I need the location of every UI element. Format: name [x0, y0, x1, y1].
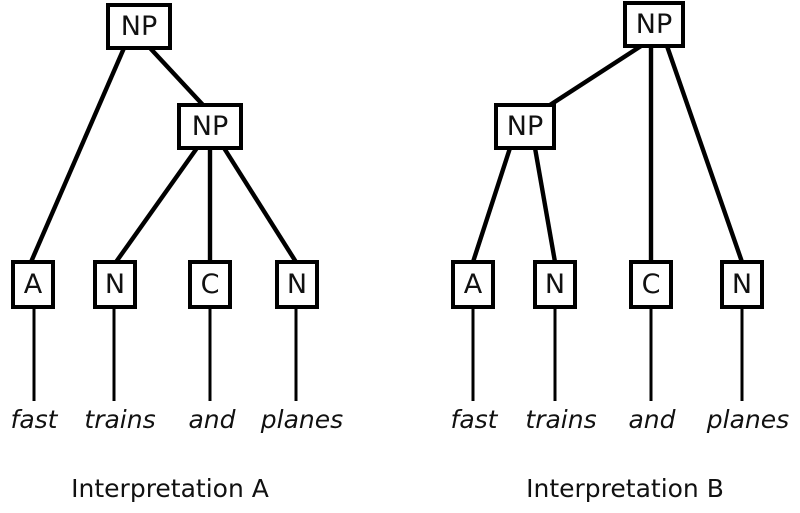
leaf-word-planes: planes	[706, 405, 789, 434]
leaf-word-planes: planes	[260, 405, 343, 434]
node-pos-n2-b[interactable]: N	[720, 260, 764, 309]
node-pos-n1-b[interactable]: N	[533, 260, 577, 309]
node-box	[106, 3, 172, 50]
tree-interpretation-a: NP NP A N C	[11, 3, 344, 503]
node-box	[623, 1, 685, 48]
node-label: A	[24, 269, 43, 300]
caption-interpretation-b: Interpretation B	[526, 474, 724, 503]
node-label: NP	[636, 9, 672, 40]
node-label: NP	[507, 111, 543, 142]
node-box	[451, 260, 495, 309]
leaf-stems-a	[32, 307, 298, 401]
node-box	[11, 260, 55, 309]
node-box	[177, 103, 243, 150]
node-label: C	[201, 269, 220, 300]
leaf-word-trains: trains	[525, 405, 596, 434]
node-label: A	[464, 269, 483, 300]
leaf-words-b: fast trains and planes	[451, 405, 790, 434]
node-np-root-b[interactable]: NP	[623, 1, 685, 48]
node-pos-n1-a[interactable]: N	[93, 260, 137, 309]
caption-interpretation-a: Interpretation A	[71, 474, 269, 503]
node-label: NP	[121, 11, 157, 42]
edge-root-to-np	[148, 46, 205, 107]
branch-edges-b	[470, 44, 745, 263]
node-box	[720, 260, 764, 309]
node-np-sub-a[interactable]: NP	[177, 103, 243, 150]
node-label: N	[287, 269, 307, 300]
edge-np-to-n1	[532, 147, 558, 263]
edge-np-to-n2	[222, 146, 298, 264]
node-box	[494, 103, 556, 150]
edge-root-to-n2	[664, 45, 745, 263]
node-label: N	[105, 269, 125, 300]
node-pos-c-a[interactable]: C	[188, 260, 232, 309]
node-pos-a-b[interactable]: A	[451, 260, 495, 309]
node-box	[629, 260, 673, 309]
node-np-sub-b[interactable]: NP	[494, 103, 556, 150]
edge-root-to-np	[548, 44, 643, 107]
leaf-word-and: and	[628, 405, 675, 434]
branch-edges-a	[28, 46, 298, 264]
leaf-stems-b	[471, 307, 744, 401]
leaf-word-fast: fast	[451, 405, 499, 434]
tree-interpretation-b: NP NP A N C	[451, 1, 790, 503]
node-label: C	[642, 269, 661, 300]
node-np-root-a[interactable]: NP	[106, 3, 172, 50]
node-box	[275, 260, 319, 309]
edge-np-to-a	[470, 147, 513, 263]
node-label: N	[545, 269, 565, 300]
node-label: NP	[192, 111, 228, 142]
node-box	[188, 260, 232, 309]
node-label: N	[732, 269, 752, 300]
leaf-word-fast: fast	[11, 405, 59, 434]
node-box	[533, 260, 577, 309]
edge-np-to-n1	[114, 146, 199, 264]
node-pos-a-a[interactable]: A	[11, 260, 55, 309]
edge-root-to-a	[28, 47, 127, 263]
node-boxes-b: NP NP A N C	[451, 1, 764, 309]
leaf-word-and: and	[188, 405, 235, 434]
leaf-words-a: fast trains and planes	[11, 405, 344, 434]
node-boxes-a: NP NP A N C	[11, 3, 319, 309]
node-pos-c-b[interactable]: C	[629, 260, 673, 309]
node-pos-n2-a[interactable]: N	[275, 260, 319, 309]
node-box	[93, 260, 137, 309]
leaf-word-trains: trains	[84, 405, 155, 434]
